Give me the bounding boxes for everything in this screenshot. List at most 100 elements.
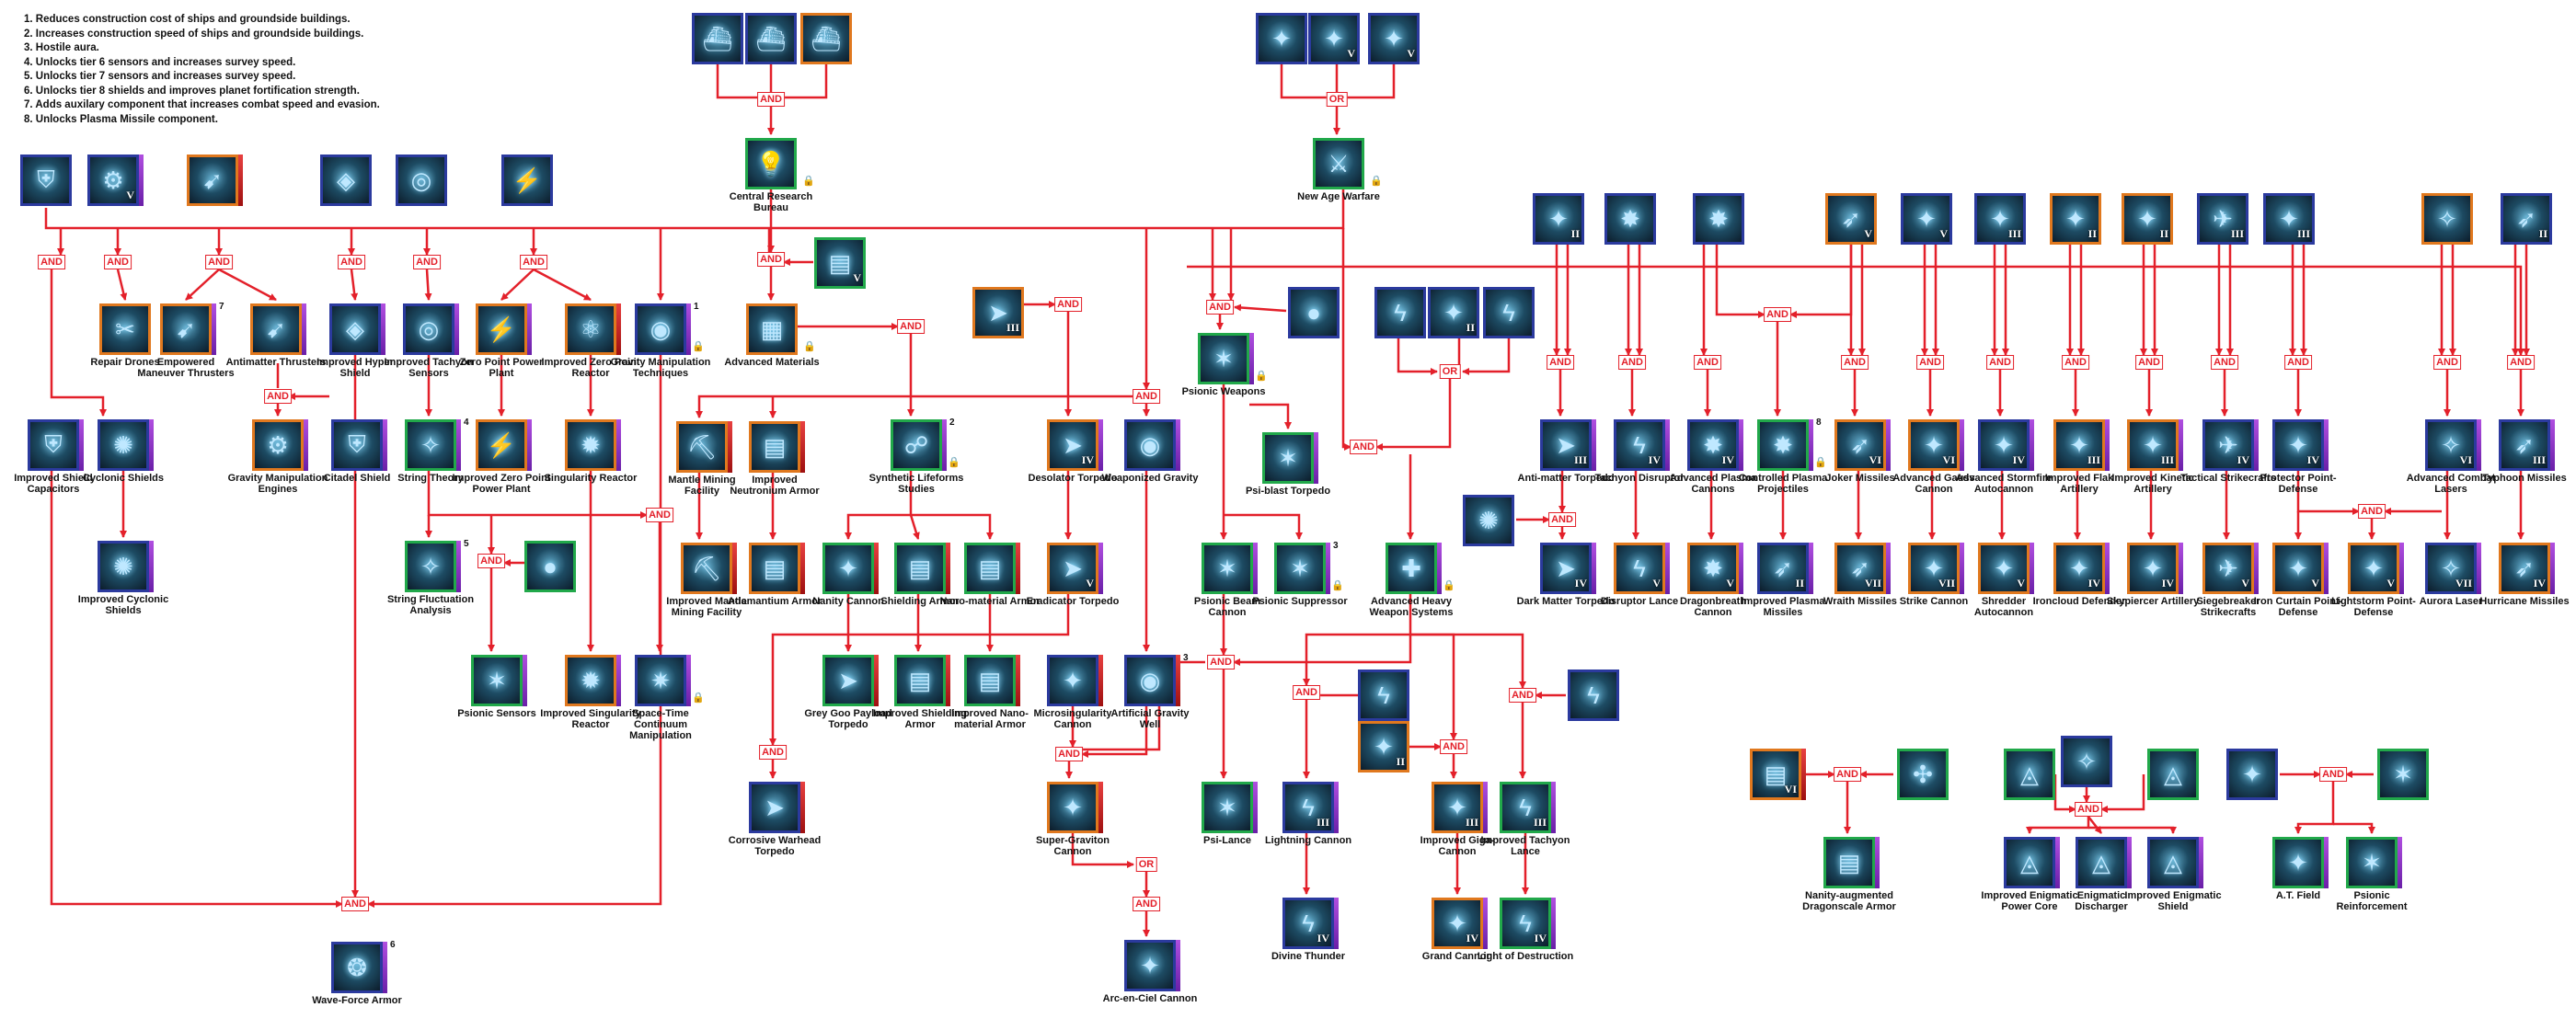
tech-node-typhoon[interactable]: ➶III <box>2499 419 2555 471</box>
tech-node-rt-2[interactable]: ✸ <box>1604 193 1656 245</box>
tech-node-improved-neutronium[interactable]: ▤ <box>749 421 805 473</box>
tech-node-top-b1[interactable]: ✦ <box>1256 13 1307 64</box>
tech-node-rt-3[interactable]: ✸ <box>1693 193 1744 245</box>
tech-node-enig-c[interactable]: ◬ <box>2147 749 2199 800</box>
tech-node-super-graviton[interactable]: ✦ <box>1047 782 1103 833</box>
tech-node-arc-en-ciel[interactable]: ✦ <box>1124 940 1180 991</box>
tech-node-at-field[interactable]: ✦ <box>2272 837 2329 888</box>
tech-node-eradicator[interactable]: ➤V <box>1047 543 1103 594</box>
tech-node-r1-v[interactable]: ⚙V <box>87 154 144 206</box>
tech-node-cyclonic-shields[interactable]: ✺ <box>98 419 154 471</box>
tech-node-r1-thruster[interactable]: ➹ <box>187 154 243 206</box>
tech-node-rt-10[interactable]: ✦III <box>2263 193 2315 245</box>
tech-node-strike-cannon[interactable]: ✦VII <box>1908 543 1964 594</box>
tech-node-rt-7[interactable]: ✦II <box>2050 193 2101 245</box>
tech-node-string-fluct[interactable]: ✧ <box>405 541 461 592</box>
tech-node-wraith[interactable]: ➶VII <box>1834 543 1891 594</box>
tech-node-improved-shielding[interactable]: ▤ <box>894 655 950 706</box>
tech-node-improved-mantle[interactable]: ⛏ <box>681 543 737 594</box>
tech-node-skypiercer[interactable]: ✦IV <box>2127 543 2183 594</box>
tech-node-hw-bolt2[interactable]: ϟ <box>1483 287 1535 338</box>
tech-node-psionic-suppressor[interactable]: ✶ <box>1274 543 1330 594</box>
tech-node-rt-6[interactable]: ✦III <box>1974 193 2026 245</box>
tech-node-desolator[interactable]: ➤IV <box>1047 419 1103 471</box>
tech-node-zero-point-plant[interactable]: ⚡ <box>476 303 532 355</box>
tech-node-improved-nano[interactable]: ▤ <box>964 655 1020 706</box>
tech-node-imp-enig-core[interactable]: ◬ <box>2004 837 2060 888</box>
tech-node-controlled-plasma[interactable]: ✸ <box>1757 419 1813 471</box>
tech-node-iron-curtain[interactable]: ✦V <box>2272 543 2329 594</box>
tech-node-rt-8[interactable]: ✦II <box>2122 193 2173 245</box>
tech-node-psi-lance[interactable]: ✶ <box>1202 782 1258 833</box>
tech-node-r1-shield[interactable]: ⛨ <box>20 154 72 206</box>
tech-node-r1-zeropoint[interactable]: ⚡ <box>501 154 553 206</box>
tech-node-improved-zero-plant[interactable]: ⚡ <box>476 419 532 471</box>
tech-node-improved-shield-cap[interactable]: ⛨ <box>28 419 84 471</box>
tech-node-dragonbreath[interactable]: ✸V <box>1687 543 1743 594</box>
tech-node-nanity-cannon[interactable]: ✦ <box>822 543 879 594</box>
tech-node-top-b2[interactable]: ✦V <box>1308 13 1360 64</box>
tech-node-corrosive[interactable]: ➤ <box>749 782 805 833</box>
tech-node-r1-tachyon[interactable]: ◎ <box>396 154 447 206</box>
tech-node-top-b3[interactable]: ✦V <box>1368 13 1420 64</box>
tech-node-string-theory[interactable]: ✧ <box>405 419 461 471</box>
tech-node-nano-armor[interactable]: ▤ <box>964 543 1020 594</box>
tech-node-joker[interactable]: ➶VI <box>1834 419 1891 471</box>
tech-node-r1-hyper[interactable]: ◈ <box>320 154 372 206</box>
tech-node-shredder[interactable]: ✦V <box>1978 543 2034 594</box>
tech-node-improved-plasma-missiles[interactable]: ➶II <box>1757 543 1813 594</box>
tech-node-new-age-warfare[interactable]: ⚔ <box>1313 138 1364 189</box>
tech-node-shielding-armor[interactable]: ▤ <box>894 543 950 594</box>
tech-node-lw-bolt2[interactable]: ϟ <box>1568 670 1619 721</box>
tech-node-psi-orb-2[interactable]: ● <box>1288 287 1340 338</box>
tech-node-psionic-beam[interactable]: ✶ <box>1202 543 1258 594</box>
tech-node-psi-orb-1[interactable]: ● <box>524 541 576 592</box>
tech-node-lw-bolt[interactable]: ϟ <box>1358 670 1409 721</box>
tech-node-artificial-gravity[interactable]: ◉ <box>1124 655 1180 706</box>
tech-node-mantle-mining[interactable]: ⛏ <box>676 421 732 473</box>
tech-node-dark-matter[interactable]: ➤IV <box>1540 543 1596 594</box>
tech-node-adv-plasma[interactable]: ✸IV <box>1687 419 1743 471</box>
tech-node-synthetic-lifeforms[interactable]: ☍ <box>891 419 947 471</box>
tech-node-siegebreaker[interactable]: ✈V <box>2202 543 2259 594</box>
tech-node-adv-stormfire[interactable]: ✦IV <box>1978 419 2034 471</box>
tech-node-adamantium[interactable]: ▤ <box>749 543 805 594</box>
tech-node-torp-iii[interactable]: ➤III <box>972 287 1024 338</box>
tech-node-improved-tachyon[interactable]: ◎ <box>403 303 459 355</box>
tech-node-rt-11[interactable]: ✧ <box>2421 193 2473 245</box>
tech-node-psionic-weapons[interactable]: ✶ <box>1198 333 1254 384</box>
tech-node-top-a2[interactable]: ⛴ <box>745 13 797 64</box>
tech-node-psionic-sensors[interactable]: ✶ <box>471 655 527 706</box>
tech-node-tactical-strike[interactable]: ✈IV <box>2202 419 2259 471</box>
tech-node-hurricane[interactable]: ➶IV <box>2499 543 2555 594</box>
tech-node-rt-1[interactable]: ✦II <box>1533 193 1584 245</box>
tech-node-ironcloud[interactable]: ✦IV <box>2053 543 2110 594</box>
tech-node-protector-pd[interactable]: ✦IV <box>2272 419 2329 471</box>
tech-node-rt-4[interactable]: ➶V <box>1825 193 1877 245</box>
tech-node-dragon-a[interactable]: ▤VI <box>1750 749 1806 800</box>
tech-node-enig-a[interactable]: ◬ <box>2004 749 2055 800</box>
tech-node-psionic-reinforcement[interactable]: ✶ <box>2346 837 2402 888</box>
tech-node-weaponized-gravity[interactable]: ◉ <box>1124 419 1180 471</box>
tech-node-advanced-heavy[interactable]: ✚ <box>1386 543 1442 594</box>
tech-node-empowered-maneuver[interactable]: ➹ <box>160 303 216 355</box>
tech-node-wave-force[interactable]: ❂ <box>331 942 387 993</box>
tech-node-gravity-engines[interactable]: ⚙ <box>252 419 308 471</box>
tech-node-enig-b[interactable]: ✧ <box>2061 736 2112 787</box>
tech-node-top-a3[interactable]: ⛴ <box>800 13 852 64</box>
tech-node-at-b[interactable]: ✶ <box>2377 749 2429 800</box>
tech-node-gravity-manip[interactable]: ◉ <box>635 303 691 355</box>
tech-node-rt-12[interactable]: ➶II <box>2501 193 2552 245</box>
tech-node-psi-blast[interactable]: ✶ <box>1262 432 1318 484</box>
tech-node-adv-combat-lasers[interactable]: ✧VI <box>2425 419 2481 471</box>
tech-node-space-time[interactable]: ✷ <box>635 655 691 706</box>
tech-node-rt-5[interactable]: ✦V <box>1901 193 1952 245</box>
tech-node-aurora[interactable]: ✧VII <box>2425 543 2481 594</box>
tech-node-antimatter-torpedo[interactable]: ➤III <box>1540 419 1596 471</box>
tech-node-adv-gauss[interactable]: ✦VI <box>1908 419 1964 471</box>
